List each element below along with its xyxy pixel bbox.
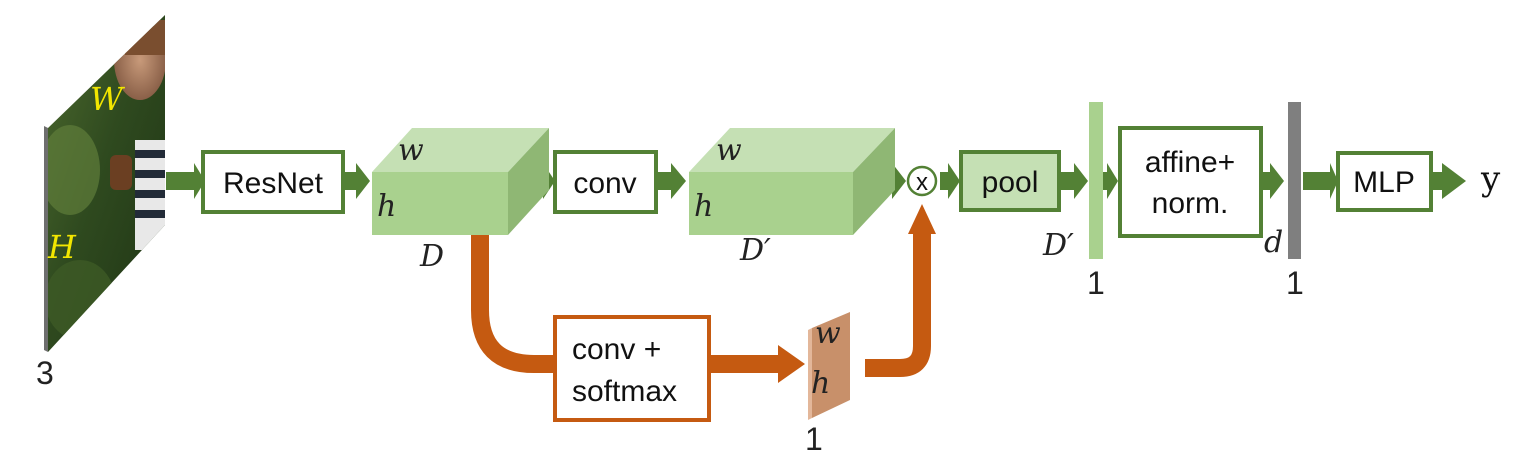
pool-box: pool [959, 150, 1061, 212]
cube2-height-label: h [694, 189, 713, 224]
arrow-cube1-to-attention-conv [471, 235, 555, 373]
attention-map-face [812, 312, 850, 418]
embedding-vector-dim-label: d [1264, 225, 1283, 260]
arrow-vector-to-affine [1103, 163, 1118, 199]
arrow-conv-to-cube2 [657, 163, 686, 199]
cube2-front-face [689, 172, 853, 235]
arrow-attention-up-head [908, 204, 936, 234]
multiply-operator: x [906, 165, 938, 197]
attention-height-label: h [811, 366, 830, 401]
attention-branch: conv + softmax w h 1 [471, 204, 936, 457]
arrow-embedding-to-mlp [1303, 163, 1338, 199]
embedding-vector-bar [1288, 102, 1301, 259]
cube1-width-label: w [398, 133, 424, 168]
striped-shirt [135, 140, 165, 250]
pooled-vector-bar [1089, 102, 1103, 259]
cube2-width-label: w [716, 133, 742, 168]
arrow-multiply-to-pool [940, 163, 960, 199]
arrow-mlp-to-output [1432, 163, 1466, 199]
conv-softmax-label-line1: conv + [572, 333, 661, 366]
affine-norm-label-line1: affine+ [1145, 146, 1235, 179]
arrow-attention-map-to-multiply [865, 232, 931, 377]
mlp-box: MLP [1336, 151, 1433, 212]
cube2-depth-label: D′ [739, 233, 771, 268]
pool-label: pool [982, 166, 1039, 199]
input-image-edge [44, 126, 48, 352]
arrow-resnet-to-cube1 [344, 163, 370, 199]
embedding-vector: d 1 [1264, 102, 1304, 301]
attention-map-edge [808, 328, 812, 420]
arrow-attention-conv-to-map [711, 345, 805, 383]
conv-label: conv [573, 167, 636, 200]
attention-map: w h 1 [805, 312, 850, 457]
input-channels-label: 3 [36, 355, 54, 391]
feature-map-cube-1: w h D [372, 128, 549, 274]
resnet-box: ResNet [201, 150, 345, 214]
cube2-side-face [853, 128, 895, 235]
conv-softmax-box: conv + softmax [553, 315, 711, 422]
feature-map-cube-2: w h D′ [689, 128, 895, 268]
pooled-vector-dim-label: D′ [1042, 228, 1074, 263]
input-width-label: W [90, 80, 126, 118]
conv-softmax-label-line2: softmax [572, 375, 677, 408]
affine-norm-box: affine+ norm. [1118, 126, 1263, 238]
input-image: W H 3 [36, 15, 165, 391]
arrow-pool-to-vector [1060, 163, 1088, 199]
cube1-side-face [508, 128, 549, 235]
output-label: y [1480, 159, 1501, 199]
embedding-vector-ones-label: 1 [1286, 265, 1304, 301]
cube1-front-face [372, 172, 508, 235]
cube1-depth-label: D [419, 239, 444, 274]
pooled-vector: D′ 1 [1042, 102, 1105, 301]
attention-channels-label: 1 [805, 421, 823, 457]
input-image-content [48, 20, 165, 340]
pooled-vector-ones-label: 1 [1087, 265, 1105, 301]
arrow-input-to-resnet [166, 163, 205, 199]
conv-box: conv [553, 150, 658, 214]
resnet-label: ResNet [223, 167, 324, 200]
cube1-top-face [372, 128, 549, 172]
affine-norm-label-line2: norm. [1152, 187, 1229, 220]
cube1-height-label: h [377, 189, 396, 224]
multiply-symbol: x [916, 169, 928, 196]
mlp-label: MLP [1353, 166, 1415, 199]
input-height-label: H [47, 228, 77, 266]
cube2-top-face [689, 128, 895, 172]
attention-width-label: w [815, 316, 841, 351]
arrow-affine-to-embedding [1261, 163, 1284, 199]
